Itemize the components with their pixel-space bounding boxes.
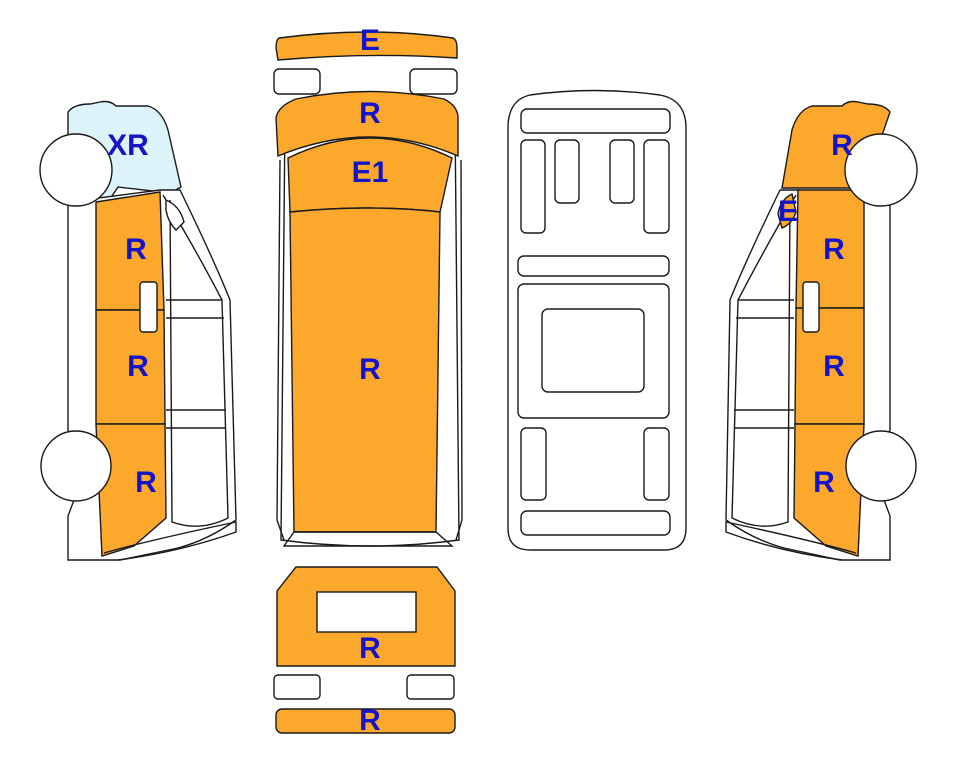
right-front-fender-label: R [831,129,853,162]
right-mirror-panel[interactable] [777,192,797,229]
underbody-mid-bar [517,255,670,277]
underbody-slot-1 [520,139,546,234]
underbody-slot-4 [643,139,670,234]
rear-bumper-panel[interactable] [275,708,456,734]
rear-view: R R [273,566,456,737]
left-mirror [165,198,185,231]
right-mirror-label: E [778,195,798,228]
right-door-handle [802,281,820,333]
right-front-wheel [844,133,918,207]
left-rear-quarter-panel[interactable] [95,423,167,557]
rear-window [316,591,417,633]
rear-left-lamp [273,674,321,700]
rear-right-lamp [406,674,455,700]
underbody-view [507,89,687,551]
front-bumper-panel[interactable] [275,31,458,61]
left-front-door-label: R [125,233,147,266]
rear-door-label: R [359,632,381,665]
underbody-slot-2 [554,139,580,204]
right-side-strip [455,159,463,541]
left-side-strip [276,159,285,541]
right-side-view: R E R R R [725,100,918,561]
windshield-label: E1 [352,156,389,189]
left-sill [103,521,237,561]
right-window-rail [734,299,794,429]
underbody-slot-3 [609,139,635,204]
underbody-front-bar [520,108,671,134]
right-rear-quarter-label: R [813,466,835,499]
roof-label: R [359,353,381,386]
underbody-rear-bar [520,510,671,536]
right-rear-wheel [845,430,917,502]
right-headlight [409,68,458,95]
left-headlight [273,68,321,95]
left-front-wheel [39,133,113,207]
left-rear-door-label: R [127,350,149,383]
hood-label: R [359,97,381,130]
underbody-floor-panel [541,308,645,393]
left-rear-quarter-label: R [135,466,157,499]
roof-panel[interactable] [289,207,441,533]
rear-step [282,531,454,547]
hood-panel[interactable] [275,90,459,158]
rear-bumper-label: R [359,704,381,737]
front-bumper-label: E [360,24,380,57]
left-door-handle [139,281,158,333]
left-side-view: XR R R R [39,100,237,561]
top-view: E R E1 R [273,24,463,547]
underbody-slot-6 [643,427,670,501]
right-sill [725,521,857,561]
right-rear-door-label: R [823,350,845,383]
left-window-rail [166,299,226,429]
right-front-door-label: R [823,233,845,266]
underbody-slot-5 [520,427,547,501]
left-front-fender-label: XR [107,129,149,162]
left-rear-wheel [40,430,112,502]
